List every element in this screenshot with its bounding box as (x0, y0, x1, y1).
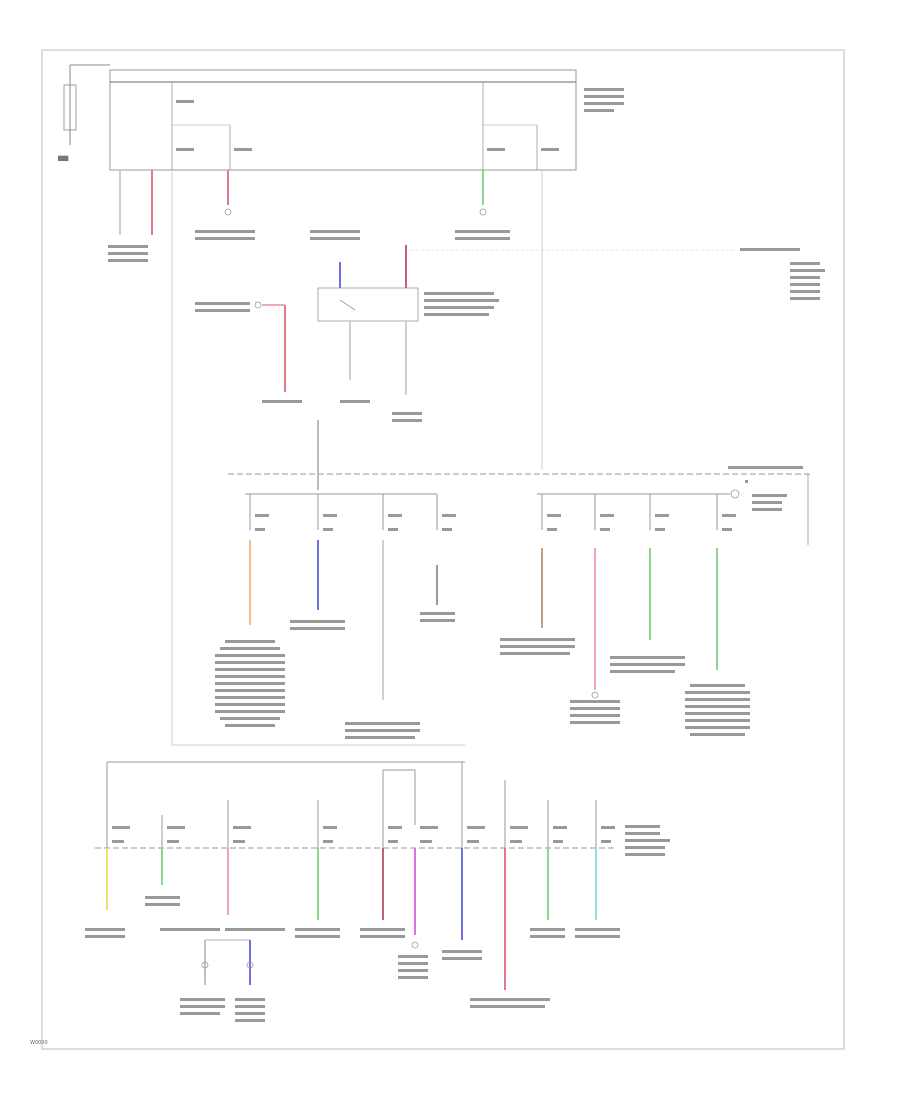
junction-outputs (249, 494, 718, 700)
bottom-outputs (106, 762, 597, 990)
footer-code: W0000 (30, 1040, 48, 1046)
battery-label: ███ (57, 155, 69, 162)
left-red-branch (195, 301, 302, 403)
battery: ███ (57, 64, 110, 162)
diagram-border (41, 49, 845, 1050)
relay-block (310, 230, 825, 422)
top-wires (119, 170, 484, 235)
fusible-link-box (109, 69, 624, 171)
junction-destinations (215, 612, 750, 739)
